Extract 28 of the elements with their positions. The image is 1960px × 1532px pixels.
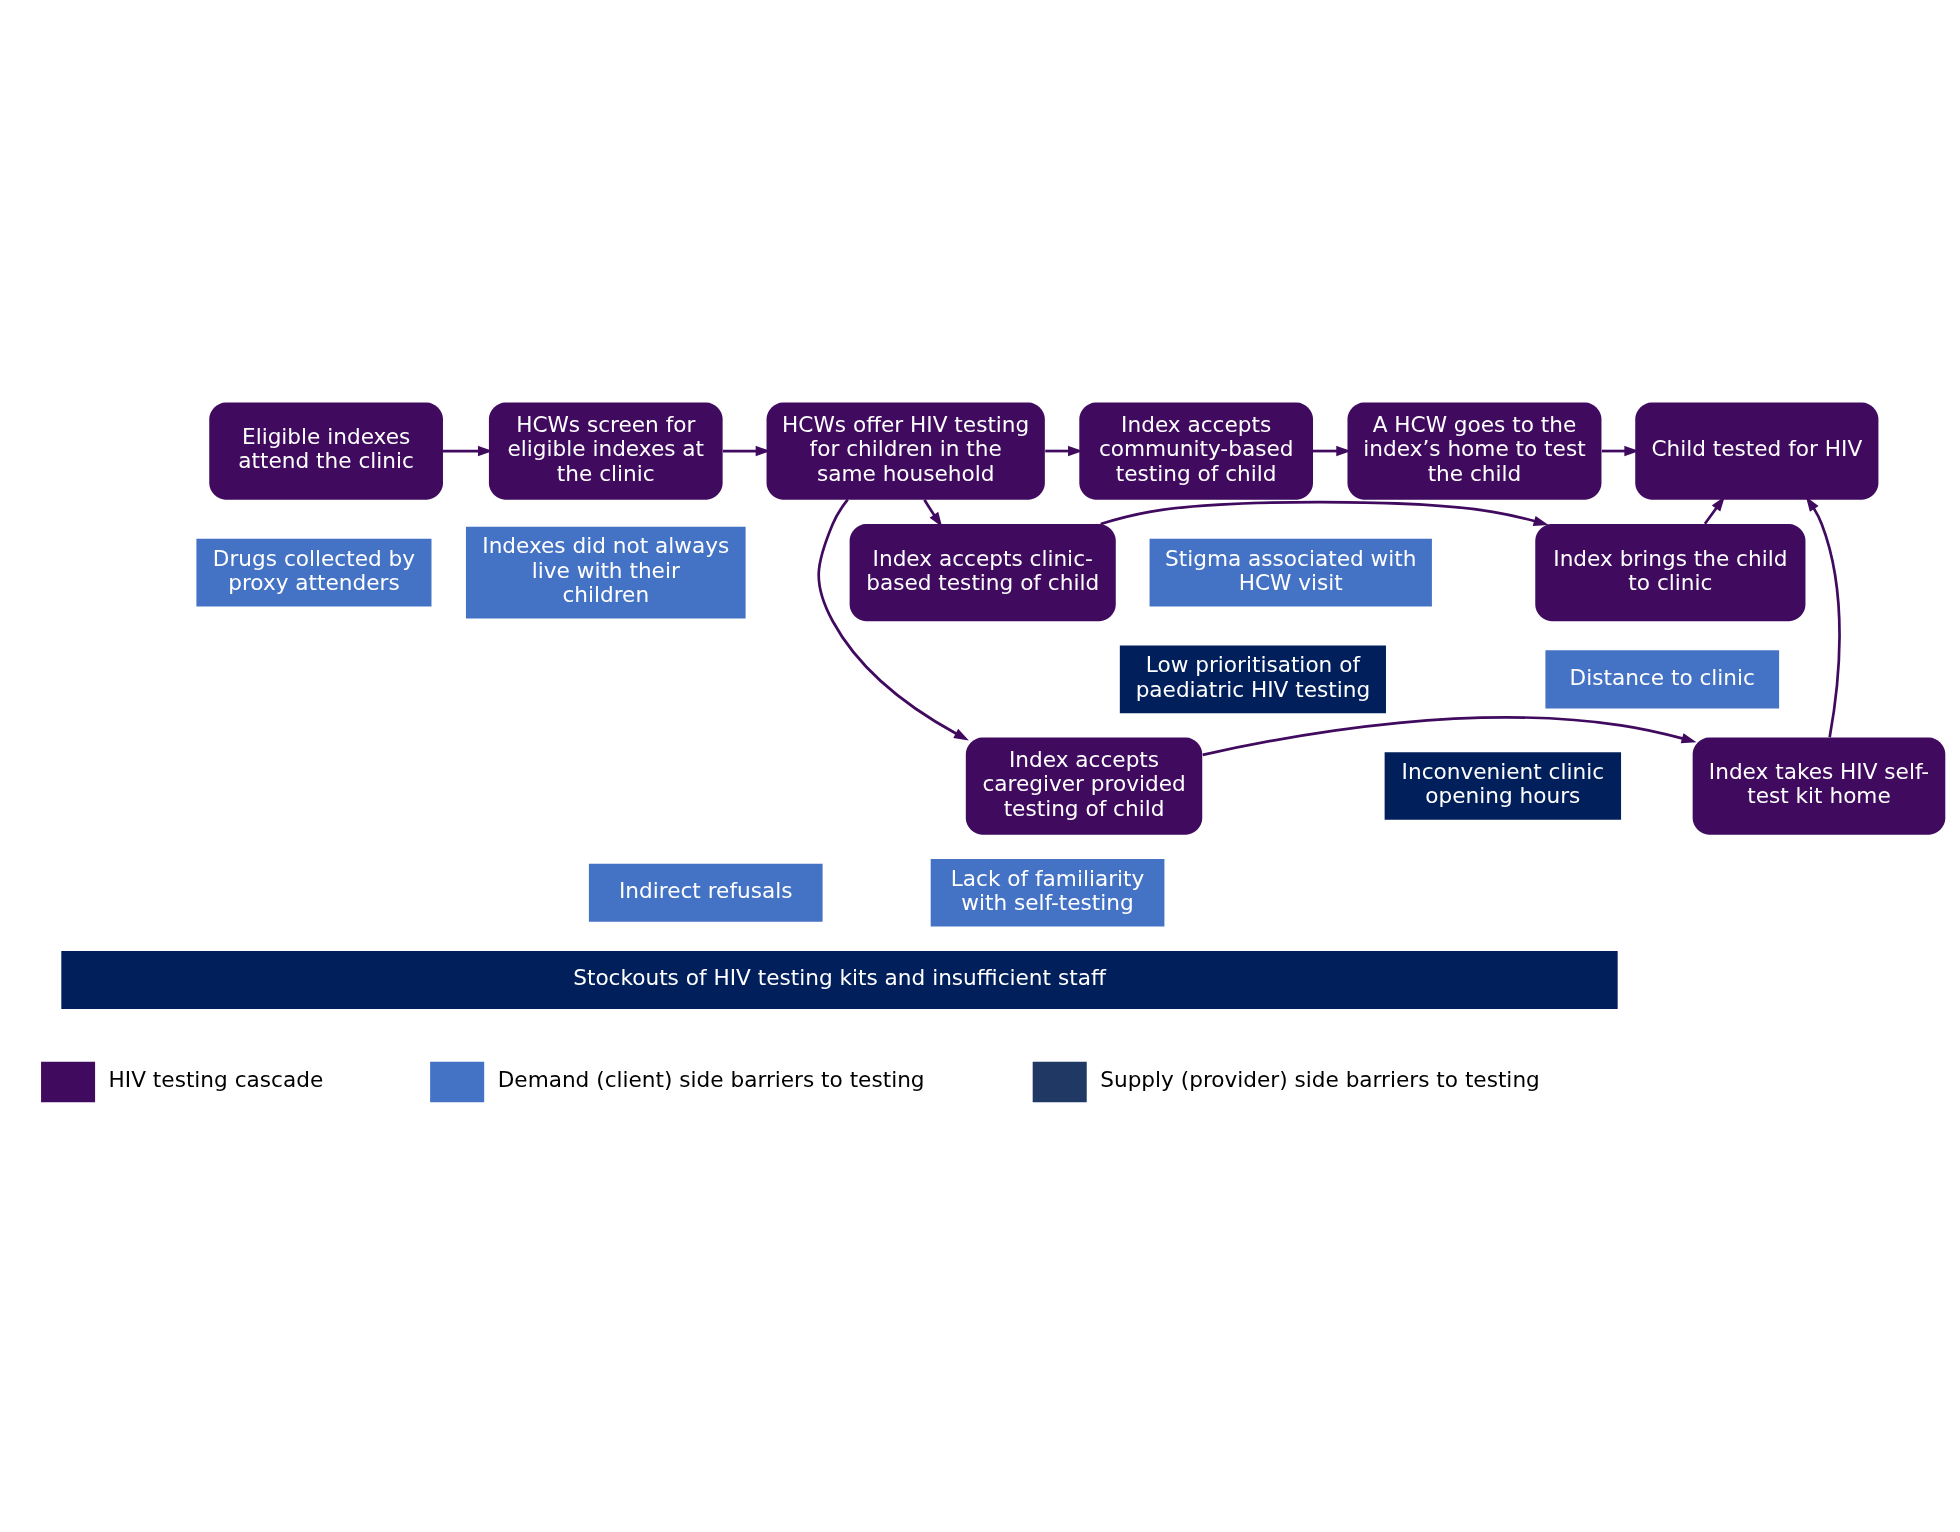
arrow [923,498,943,527]
node-box: Drugs collected by proxy attenders [196,538,432,606]
legend-label: Supply (provider) side barriers to testing [1100,1066,1540,1092]
arrow [1805,496,1841,737]
node-box: A HCW goes to the index’s home to test the child [1347,401,1602,500]
arrow [1045,445,1083,456]
arrow [1100,500,1549,526]
node-box: Eligible indexes attend the clinic [209,401,443,500]
arrow [817,498,969,740]
node-box: Stockouts of HIV testing kits and insufficient staff [61,950,1618,1009]
legend-label: Demand (client) side barriers to testing [497,1066,925,1092]
node-box: Indirect refusals [588,863,823,922]
node-box: Index accepts community-based testing of child [1079,401,1313,500]
node-box: HCWs screen for eligible indexes at the clinic [488,401,723,500]
node-box: Index accepts caregiver provided testing of child [965,736,1203,835]
node-box: Low prioritisation of paediatric HIV testing [1119,645,1386,713]
node-box: Index takes HIV self-test kit home [1692,736,1946,835]
node-box: Stigma associated with HCW visit [1149,538,1432,606]
node-box: Child tested for HIV [1635,401,1879,500]
arrow [1202,715,1697,756]
node-box: Distance to clinic [1545,649,1780,708]
node-box: Indexes did not always live with their children [465,526,746,619]
legend-label: HIV testing cascade [108,1066,324,1092]
node-box: Lack of familiarity with self-testing [930,858,1165,927]
node-box: Index brings the child to clinic [1535,523,1806,621]
node-box: Index accepts clinic-based testing of child [849,523,1116,621]
node-box: HCWs offer HIV testing for children in the same household [766,401,1045,500]
node-box: Inconvenient clinic opening hours [1384,751,1622,820]
